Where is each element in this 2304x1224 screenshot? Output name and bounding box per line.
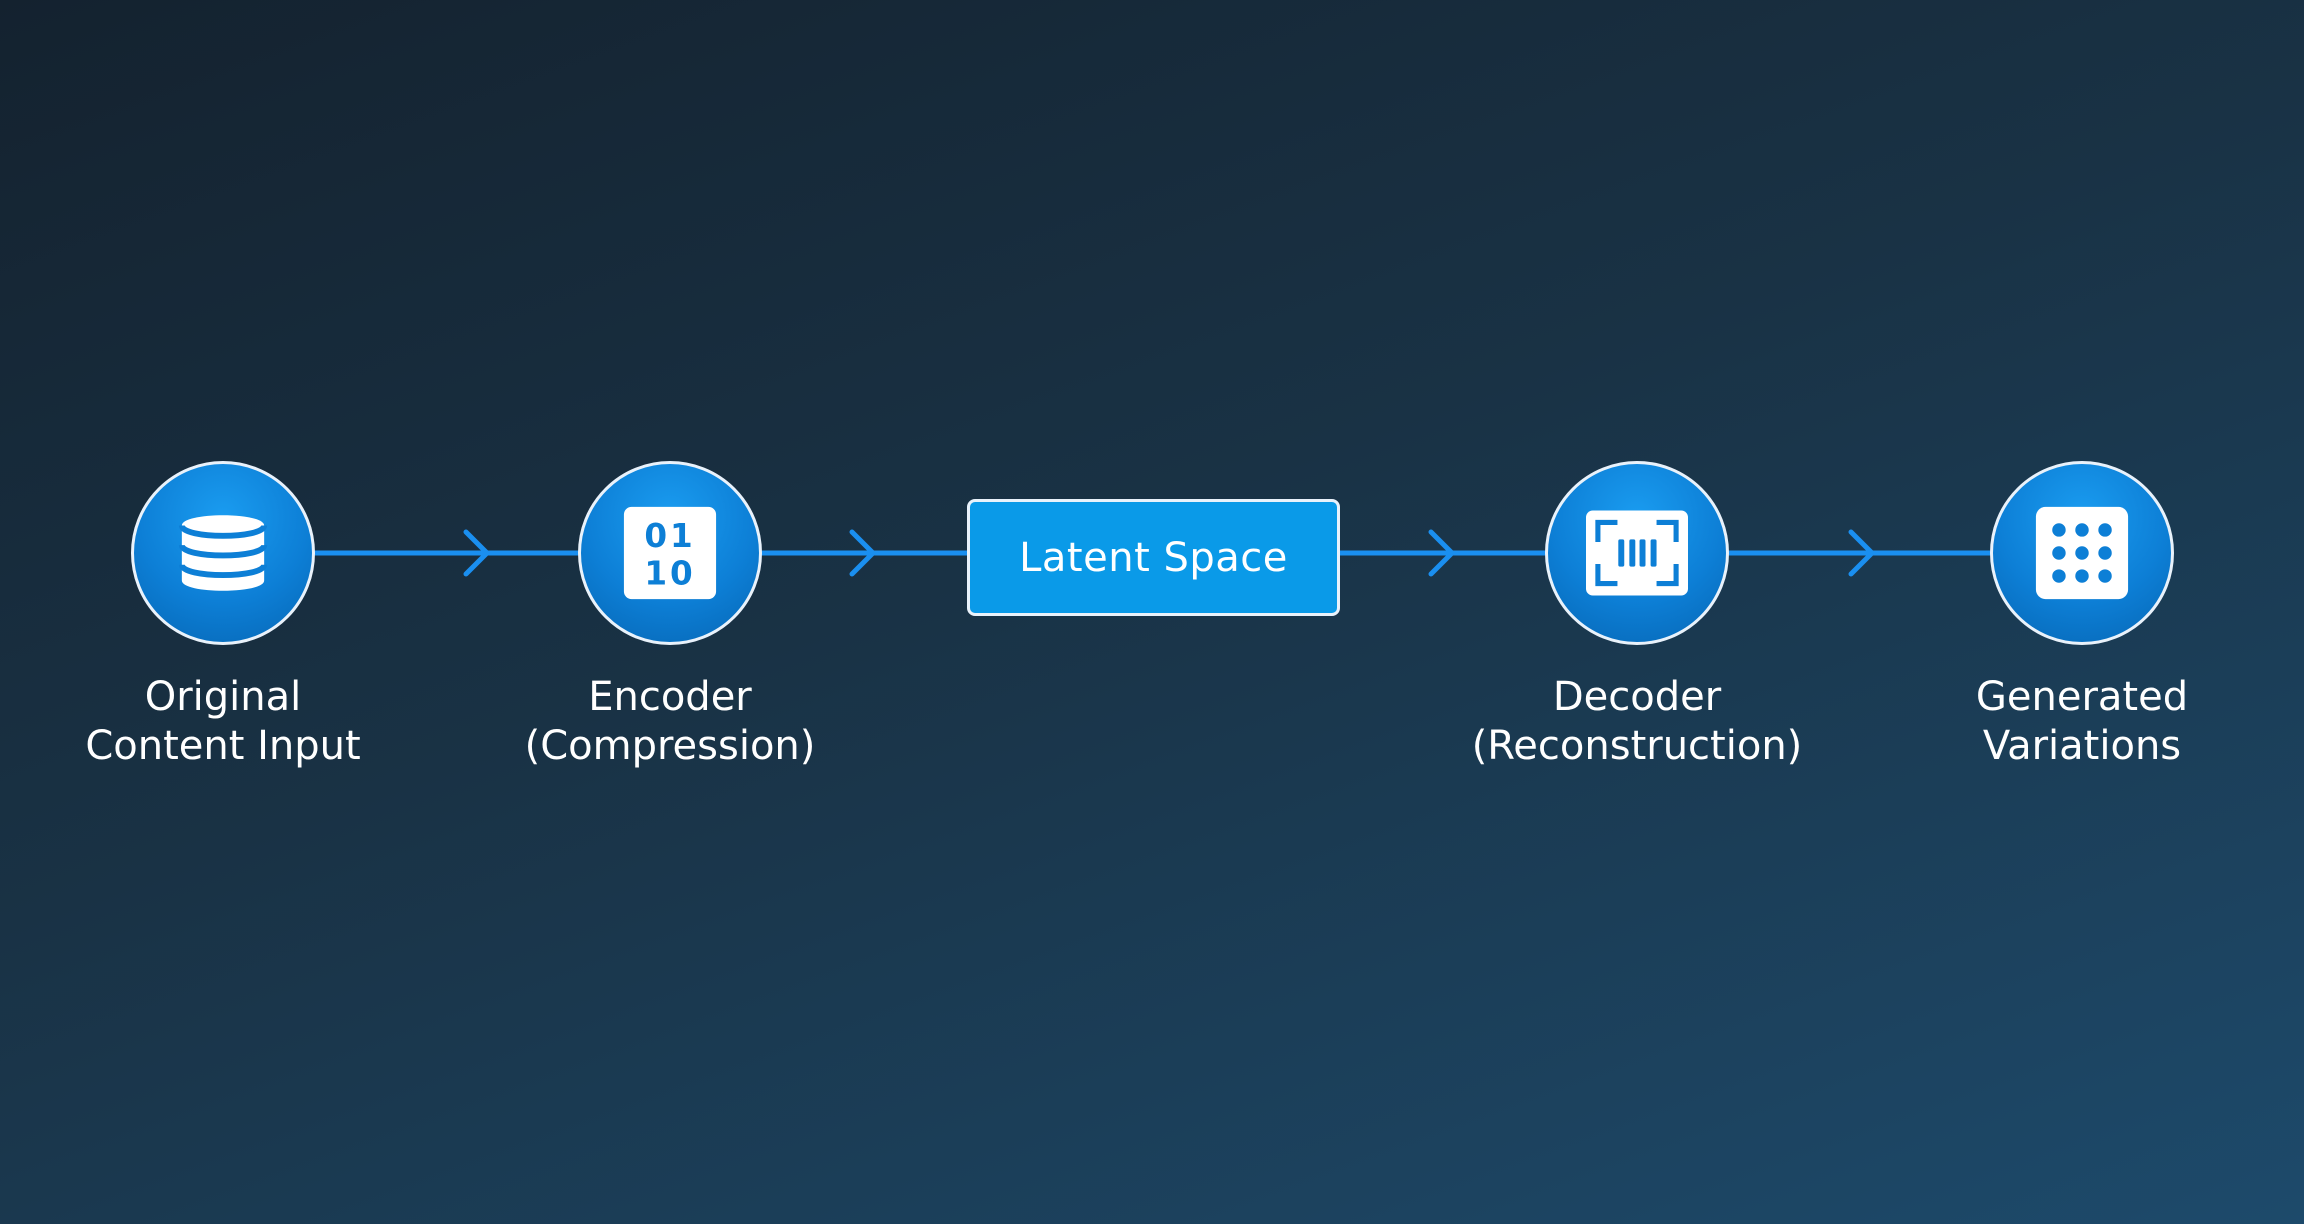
arrowhead-latent-decoder — [1428, 529, 1455, 577]
label-line-2: (Compression) — [524, 723, 816, 769]
label-original-content-input: Original Content Input — [13, 673, 433, 771]
node-decoder — [1545, 461, 1729, 645]
label-encoder: Encoder (Compression) — [460, 673, 880, 771]
arrowhead-original-encoder — [463, 529, 490, 577]
label-line-1: Encoder — [588, 674, 752, 720]
binary-icon-bottom-digits: 10 — [644, 555, 695, 593]
binary-icon-top-digits: 01 — [644, 517, 695, 555]
label-generated-variations: Generated Variations — [1872, 673, 2292, 771]
label-line-2: Content Input — [85, 723, 361, 769]
label-line-1: Decoder — [1552, 674, 1722, 720]
node-encoder: 01 10 — [578, 461, 762, 645]
grid-dots-icon — [2035, 506, 2129, 600]
label-line-2: Variations — [1982, 723, 2182, 769]
database-icon — [178, 515, 268, 591]
binary-icon: 01 10 — [623, 506, 717, 600]
latent-space-label: Latent Space — [1019, 534, 1288, 581]
scan-icon — [1586, 510, 1688, 596]
node-generated-variations — [1990, 461, 2174, 645]
latent-space-box: Latent Space — [967, 499, 1340, 616]
node-original-content-input — [131, 461, 315, 645]
arrowhead-encoder-latent — [849, 529, 876, 577]
label-line-2: (Reconstruction) — [1471, 723, 1803, 769]
label-line-1: Original — [144, 674, 302, 720]
label-line-1: Generated — [1975, 674, 2189, 720]
arrowhead-decoder-generated — [1848, 529, 1875, 577]
label-decoder: Decoder (Reconstruction) — [1427, 673, 1847, 771]
